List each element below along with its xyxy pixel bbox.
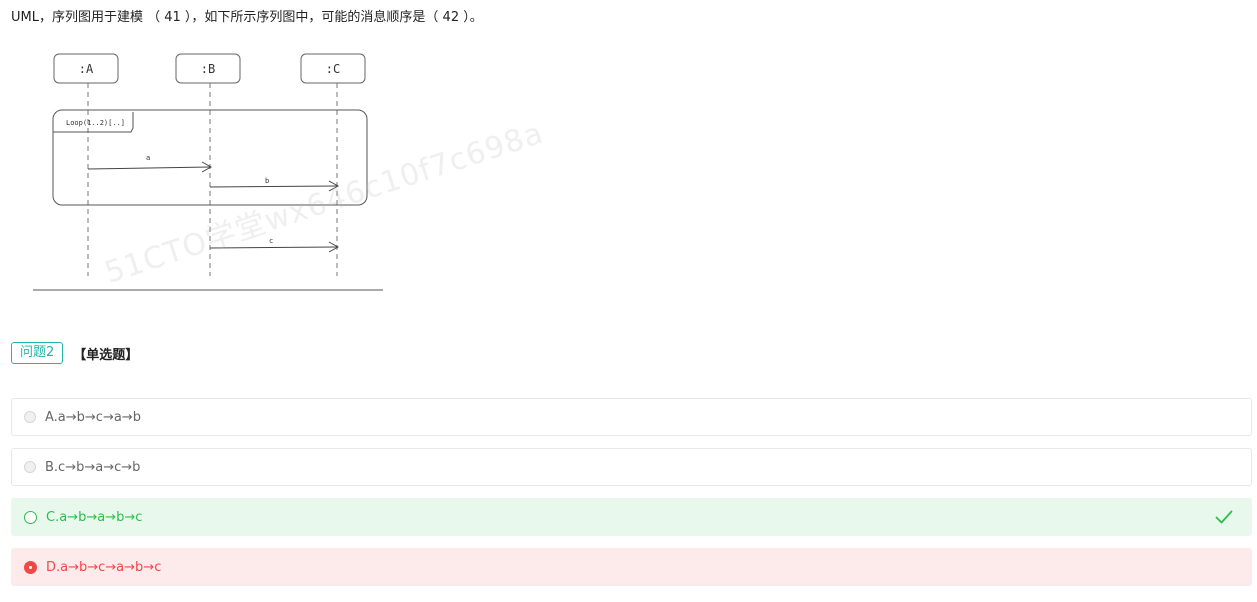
- lifeline-a-label: :A: [79, 62, 94, 76]
- question-type: 【单选题】: [73, 347, 139, 363]
- lifeline-c-label: :C: [326, 62, 340, 76]
- option-a[interactable]: A.a→b→c→a→b: [11, 398, 1252, 436]
- option-c-label: C.a→b→a→b→c: [46, 509, 143, 525]
- check-icon: [1215, 510, 1233, 524]
- loop-label: Loop(1..2)[..]: [66, 119, 125, 127]
- option-b-label: B.c→b→a→c→b: [45, 459, 141, 475]
- message-a-label: a: [146, 154, 150, 162]
- option-d-label: D.a→b→c→a→b→c: [46, 559, 162, 575]
- radio-icon[interactable]: [24, 510, 37, 524]
- message-c-label: c: [269, 237, 273, 245]
- option-c[interactable]: C.a→b→a→b→c: [11, 498, 1252, 536]
- message-a: a: [87, 154, 213, 173]
- loop-frame: Loop(1..2)[..]: [52, 109, 368, 206]
- message-b-label: b: [265, 177, 269, 185]
- question-header: 问题2 【单选题】: [11, 342, 138, 364]
- radio-icon[interactable]: [24, 411, 36, 423]
- sequence-diagram: :A :B :C Loop(1..2)[..] a: [30, 48, 390, 298]
- question-text: UML，序列图用于建模 （ 41 ），如下所示序列图中，可能的消息顺序是（ 42…: [11, 10, 483, 25]
- options-list: A.a→b→c→a→b B.c→b→a→c→b C.a→b→a→b→c D.a→…: [11, 398, 1252, 598]
- lifeline-a: :A: [53, 53, 119, 84]
- lifeline-b: :B: [175, 53, 241, 84]
- option-a-label: A.a→b→c→a→b: [45, 409, 141, 425]
- message-b: b: [209, 177, 340, 192]
- lifeline-c: :C: [300, 53, 366, 84]
- question-number-badge: 问题2: [11, 342, 64, 364]
- lifeline-b-label: :B: [201, 62, 215, 76]
- option-d[interactable]: D.a→b→c→a→b→c: [11, 548, 1252, 586]
- radio-selected-icon[interactable]: [24, 560, 37, 574]
- radio-icon[interactable]: [24, 461, 36, 473]
- message-c: c: [209, 237, 340, 253]
- option-b[interactable]: B.c→b→a→c→b: [11, 448, 1252, 486]
